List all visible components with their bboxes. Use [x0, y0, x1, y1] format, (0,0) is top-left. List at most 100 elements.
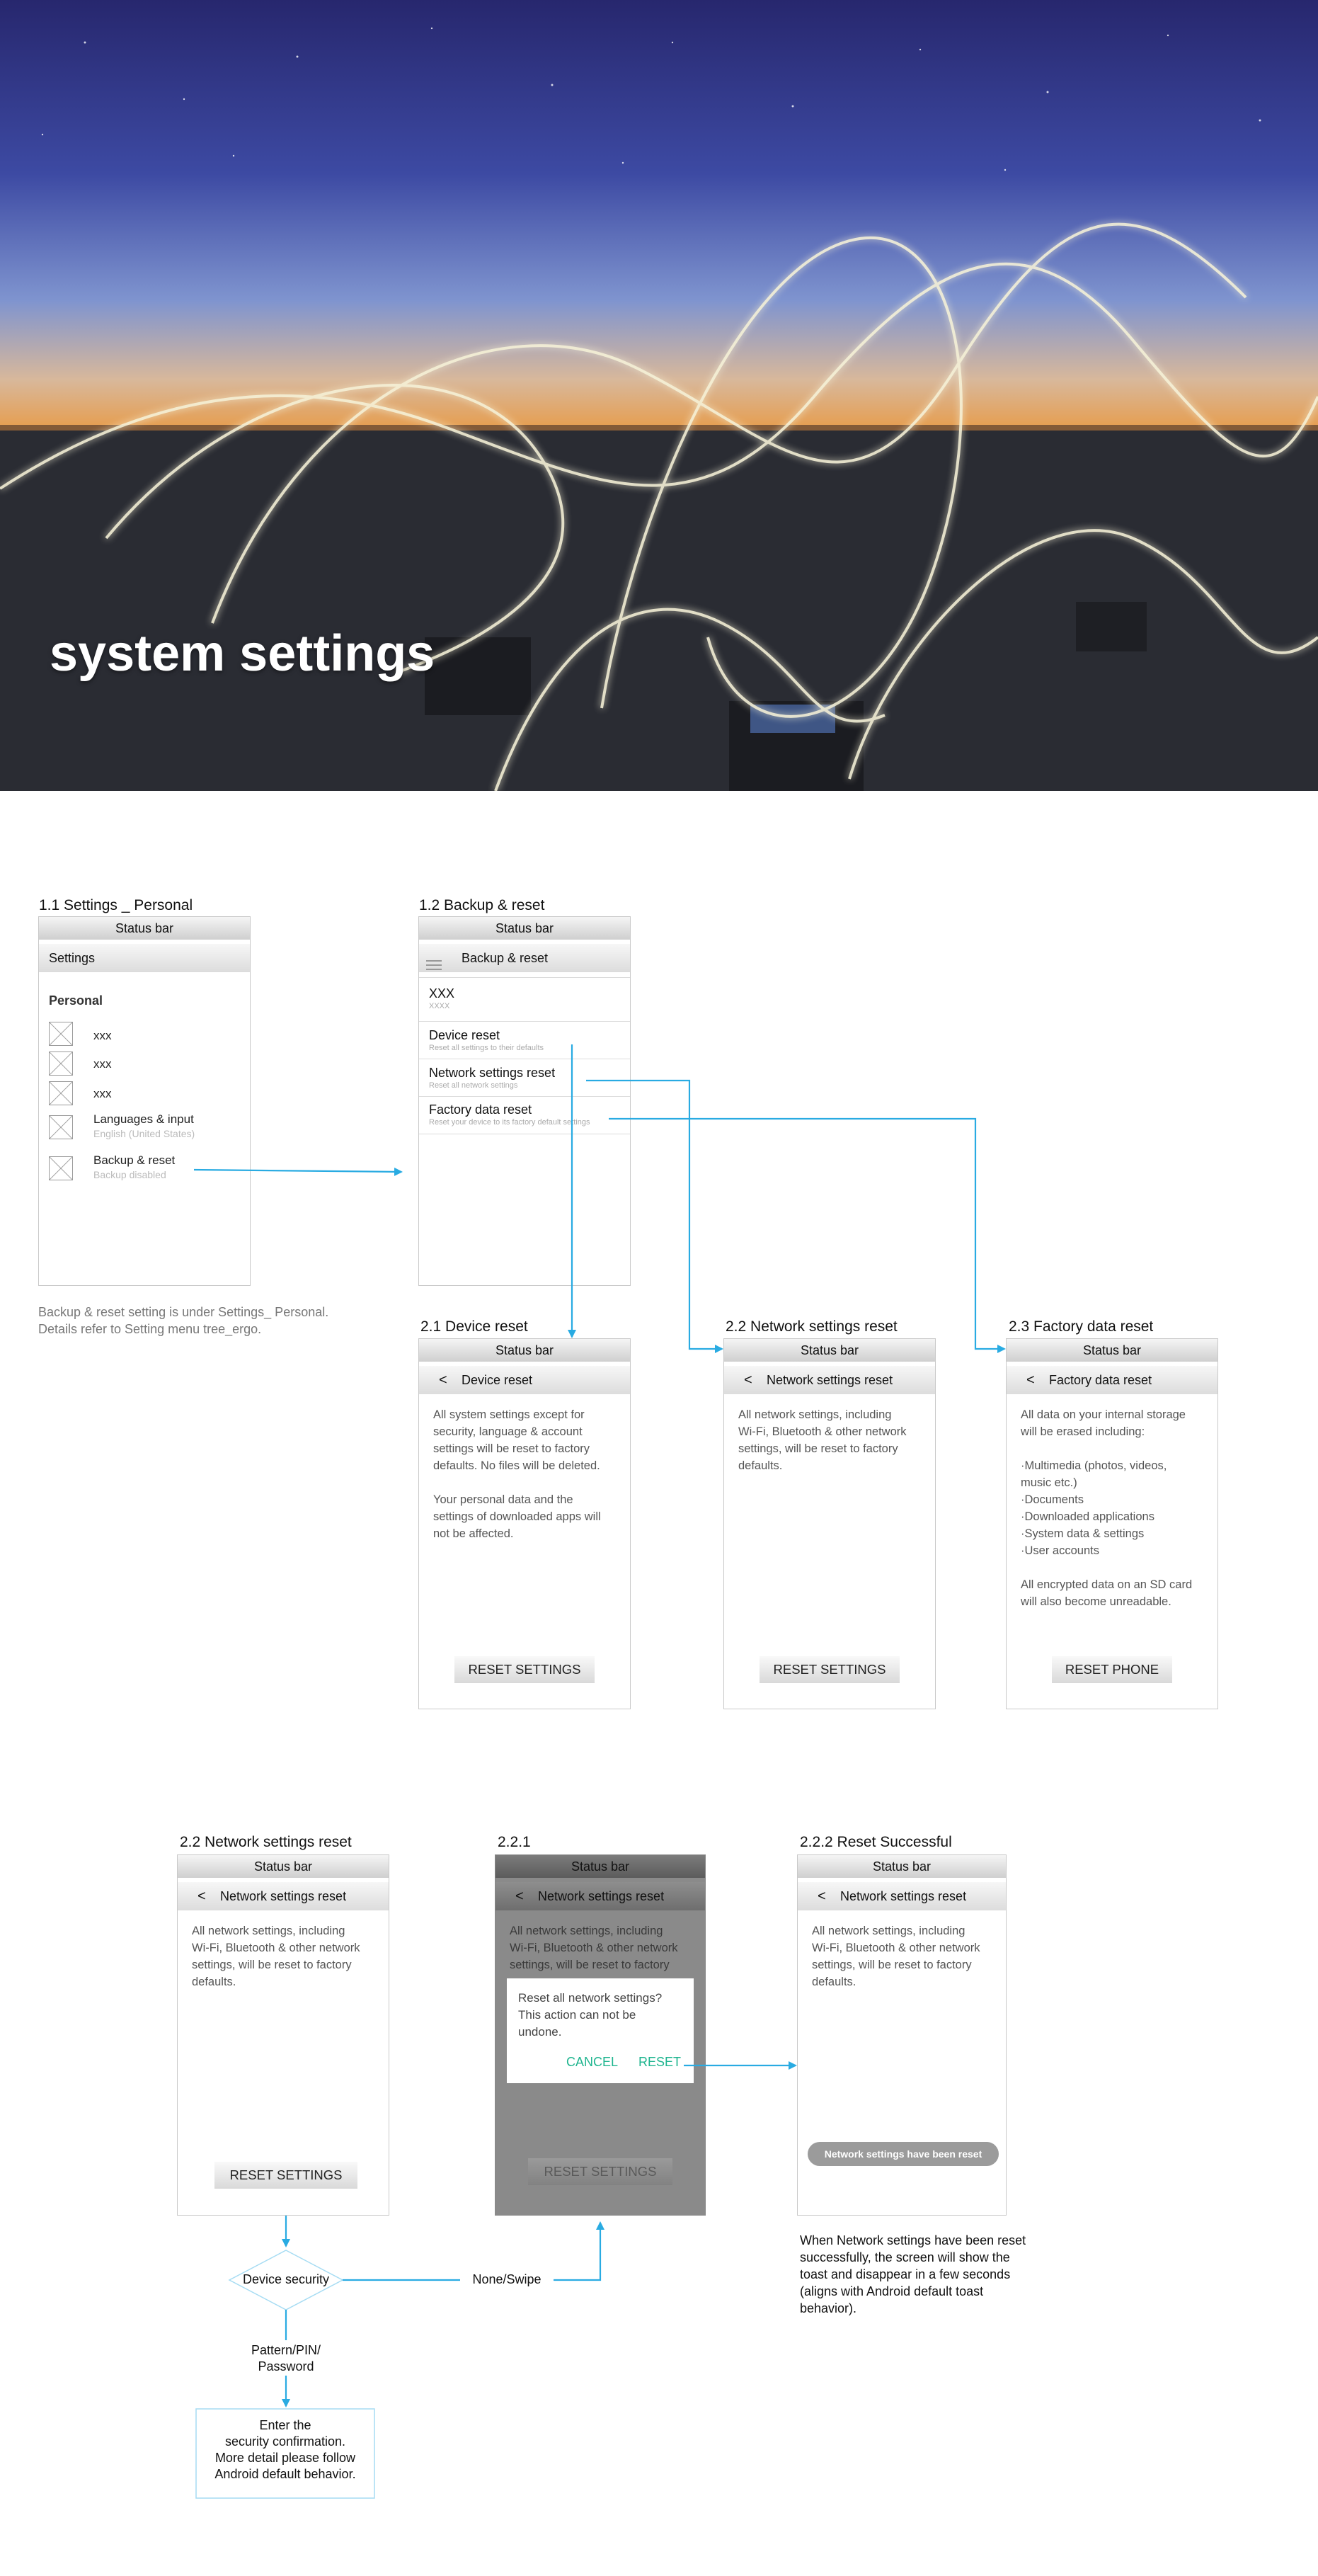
back-icon[interactable]: <: [1026, 1372, 1035, 1388]
row-subtitle: Reset all network settings: [429, 1081, 518, 1090]
back-icon[interactable]: <: [197, 1888, 206, 1904]
screen-device-reset: Status bar < Device reset All system set…: [418, 1338, 631, 1709]
status-bar: Status bar: [1007, 1339, 1217, 1362]
back-icon[interactable]: <: [818, 1888, 826, 1904]
row-network-settings-reset[interactable]: Network settings reset Reset all network…: [419, 1066, 630, 1097]
divider: [419, 977, 630, 978]
reset-settings-button[interactable]: RESET SETTINGS: [454, 1656, 595, 1683]
screen-network-settings-reset: Status bar < Network settings reset All …: [723, 1338, 936, 1709]
menu-icon[interactable]: [426, 952, 442, 970]
row-title: Device reset: [429, 1028, 500, 1042]
divider: [419, 1096, 630, 1097]
reset-button[interactable]: RESET: [638, 2055, 682, 2069]
app-bar-title: Settings: [49, 951, 96, 965]
settings-item-2[interactable]: xxx: [39, 1052, 250, 1080]
note-backup-location: Backup & reset setting is under Settings…: [38, 1305, 329, 1336]
row-subtitle: Reset all settings to their defaults: [429, 1044, 544, 1052]
row-title: Network settings reset: [429, 1066, 556, 1080]
reset-settings-button[interactable]: RESET SETTINGS: [214, 2162, 357, 2189]
hero-banner: system settings: [0, 0, 1318, 791]
none-swipe-label: None/Swipe: [472, 2272, 541, 2286]
dialog-message: Reset all network settings? This action …: [518, 1991, 663, 2039]
divider: [419, 1021, 630, 1022]
row-subtitle: XXXX: [429, 1002, 450, 1010]
settings-item-1[interactable]: xxx: [39, 1022, 250, 1054]
back-icon[interactable]: <: [744, 1372, 752, 1388]
app-bar-title: Device reset: [462, 1373, 533, 1387]
reset-settings-button[interactable]: RESET SETTINGS: [760, 1656, 900, 1683]
caption-device-reset: 2.1 Device reset: [420, 1318, 528, 1335]
reset-settings-button-disabled: RESET SETTINGS: [528, 2158, 672, 2185]
app-bar-title: Factory data reset: [1049, 1373, 1152, 1387]
row-title: Factory data reset: [429, 1102, 532, 1117]
settings-item-label: Languages & input: [93, 1112, 194, 1126]
caption-backup-reset: 1.2 Backup & reset: [419, 897, 545, 913]
placeholder-icon: [49, 1052, 73, 1076]
placeholder-icon: [49, 1115, 73, 1139]
app-bar-title: Network settings reset: [840, 1889, 967, 1903]
note-toast-behavior: When Network settings have been reset su…: [800, 2233, 1026, 2315]
settings-item-3[interactable]: xxx: [39, 1081, 250, 1110]
settings-item-sub: Backup disabled: [93, 1169, 166, 1180]
security-confirmation-text: Enter the security confirmation. More de…: [214, 2418, 356, 2481]
row-device-reset[interactable]: Device reset Reset all settings to their…: [419, 1028, 630, 1059]
screen-factory-data-reset: Status bar < Factory data reset All data…: [1006, 1338, 1218, 1709]
arrow-to-factory-reset: [609, 1117, 1006, 1353]
screen-settings-personal: Status bar Settings Personal xxx xxx xxx…: [38, 916, 251, 1286]
app-bar: < Factory data reset: [1007, 1366, 1217, 1394]
description-text-dimmed: All network settings, including Wi-Fi, B…: [510, 1925, 678, 1971]
caption-factory-data-reset: 2.3 Factory data reset: [1009, 1318, 1154, 1335]
row-xxx[interactable]: XXX XXXX: [419, 986, 630, 1020]
app-bar-title: Network settings reset: [538, 1889, 665, 1903]
confirm-dialog: Reset all network settings? This action …: [507, 1978, 694, 2083]
placeholder-icon: [49, 1022, 73, 1046]
status-bar: Status bar: [419, 917, 630, 940]
status-bar: Status bar: [724, 1339, 935, 1362]
hero-title: system settings: [50, 625, 435, 682]
app-bar: < Network settings reset: [724, 1366, 935, 1394]
screen-reset-successful: Status bar < Network settings reset All …: [797, 1854, 1007, 2216]
settings-item-label: xxx: [93, 1029, 112, 1042]
toast-message: Network settings have been reset: [808, 2142, 999, 2166]
app-bar: Backup & reset: [419, 944, 630, 972]
status-bar: Status bar: [178, 1855, 389, 1878]
app-bar: < Network settings reset: [798, 1882, 1006, 1910]
description-text: All data on your internal storage will b…: [1021, 1408, 1193, 1608]
settings-item-backup-reset[interactable]: Backup & reset Backup disabled: [39, 1153, 250, 1186]
placeholder-icon: [49, 1081, 73, 1105]
device-security-label: Device security: [242, 2272, 330, 2286]
caption-reset-successful: 2.2.2 Reset Successful: [800, 1834, 952, 1850]
row-subtitle: Reset your device to its factory default…: [429, 1118, 590, 1127]
app-bar: < Device reset: [419, 1366, 630, 1394]
status-bar: Status bar: [798, 1855, 1006, 1878]
arrow-none-swipe-to-dialog: [554, 2221, 604, 2281]
status-bar: Status bar: [39, 917, 250, 940]
app-bar-title: Backup & reset: [462, 951, 549, 965]
app-bar-title: Network settings reset: [220, 1889, 347, 1903]
settings-item-label: xxx: [93, 1087, 112, 1100]
settings-item-label: Backup & reset: [93, 1153, 176, 1167]
settings-item-label: xxx: [93, 1057, 112, 1071]
settings-item-languages[interactable]: Languages & input English (United States…: [39, 1112, 250, 1145]
screen-backup-reset: Status bar Backup & reset XXX XXXX Devic…: [418, 916, 631, 1286]
description-text: All network settings, including Wi-Fi, B…: [812, 1925, 980, 1988]
app-bar-title: Network settings reset: [767, 1373, 893, 1387]
row-factory-data-reset[interactable]: Factory data reset Reset your device to …: [419, 1102, 630, 1134]
settings-item-sub: English (United States): [93, 1128, 195, 1139]
caption-network-settings-reset-2: 2.2 Network settings reset: [180, 1834, 352, 1850]
section-header-personal: Personal: [49, 993, 103, 1008]
placeholder-icon: [49, 1156, 73, 1180]
caption-confirm-dialog: 2.2.1: [498, 1834, 531, 1850]
back-icon[interactable]: <: [439, 1372, 447, 1388]
app-bar: < Network settings reset: [495, 1882, 705, 1910]
caption-settings-personal: 1.1 Settings _ Personal: [39, 897, 193, 913]
description-text: All network settings, including Wi-Fi, B…: [738, 1408, 907, 1472]
back-icon: <: [515, 1888, 524, 1904]
description-text: All network settings, including Wi-Fi, B…: [192, 1925, 360, 1988]
row-title: XXX: [429, 986, 455, 1001]
light-painting-image: [0, 27, 1318, 791]
status-bar: Status bar: [495, 1855, 705, 1878]
reset-phone-button[interactable]: RESET PHONE: [1052, 1656, 1172, 1683]
pattern-pin-password-label: Pattern/PIN/ Password: [251, 2343, 321, 2373]
cancel-button[interactable]: CANCEL: [566, 2055, 619, 2069]
